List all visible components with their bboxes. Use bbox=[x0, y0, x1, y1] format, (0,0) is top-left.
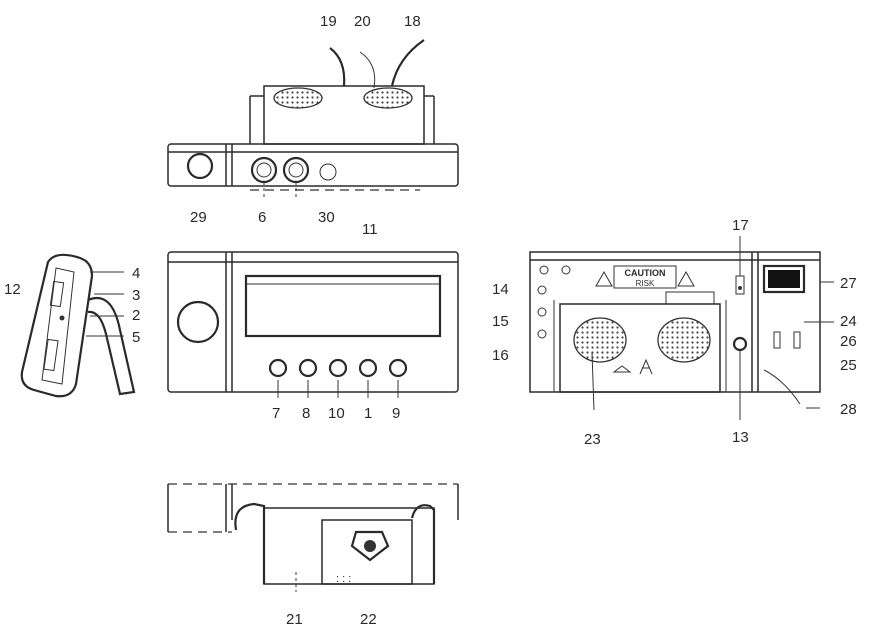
jack-16 bbox=[537, 329, 547, 339]
knob-6a bbox=[250, 156, 278, 184]
antenna-18 bbox=[390, 39, 425, 87]
callout-22: 22 bbox=[360, 611, 377, 628]
side-view bbox=[20, 253, 136, 398]
callout-20: 20 bbox=[354, 13, 371, 30]
callout-11: 11 bbox=[362, 221, 378, 238]
side-stand bbox=[87, 297, 136, 396]
battery-cover bbox=[321, 519, 413, 585]
part-26 bbox=[773, 331, 781, 349]
callout-24: 24 bbox=[840, 313, 857, 330]
cable-19 bbox=[329, 47, 346, 87]
side-body bbox=[20, 253, 94, 398]
button-7 bbox=[268, 358, 288, 378]
callout-27: 27 bbox=[840, 275, 857, 292]
top-grille-right bbox=[363, 87, 413, 109]
callout-17: 17 bbox=[732, 217, 749, 234]
callout-8: 8 bbox=[302, 405, 310, 422]
switch-27 bbox=[762, 264, 806, 294]
callout-1: 1 bbox=[364, 405, 372, 422]
rear-view: CAUTION RISK bbox=[529, 236, 834, 420]
knob-30 bbox=[319, 163, 337, 181]
callout-9: 9 bbox=[392, 405, 400, 422]
callout-7: 7 bbox=[272, 405, 280, 422]
callout-6: 6 bbox=[258, 209, 266, 226]
button-9 bbox=[388, 358, 408, 378]
callout-10: 10 bbox=[328, 405, 345, 422]
callout-21: 21 bbox=[286, 611, 303, 628]
callout-30: 30 bbox=[318, 209, 335, 226]
warning-sub: RISK bbox=[636, 279, 655, 288]
cable-20 bbox=[359, 51, 376, 89]
rear-grille-right bbox=[657, 317, 711, 363]
callout-5: 5 bbox=[132, 329, 140, 346]
callout-29: 29 bbox=[190, 209, 207, 226]
callout-labels: 19 20 18 29 6 30 11 12 4 3 2 5 7 8 10 1 … bbox=[4, 13, 857, 628]
callout-23: 23 bbox=[584, 431, 601, 448]
callout-3: 3 bbox=[132, 287, 140, 304]
rear-grille-left bbox=[573, 317, 627, 363]
callout-15: 15 bbox=[492, 313, 509, 330]
callout-18: 18 bbox=[404, 13, 421, 30]
callout-16: 16 bbox=[492, 347, 509, 364]
svg-text:: : :: : : : bbox=[336, 573, 351, 585]
bottom-foot-left bbox=[234, 502, 266, 584]
jack-29 bbox=[186, 152, 214, 180]
callout-2: 2 bbox=[132, 307, 140, 324]
top-lower-body bbox=[167, 143, 459, 187]
warning-label: CAUTION bbox=[625, 268, 666, 278]
callout-19: 19 bbox=[320, 13, 337, 30]
jack-17 bbox=[735, 275, 745, 295]
cord-25 bbox=[763, 369, 801, 405]
button-8 bbox=[298, 358, 318, 378]
callout-25: 25 bbox=[840, 357, 857, 374]
button-1 bbox=[358, 358, 378, 378]
callout-14: 14 bbox=[492, 281, 509, 298]
front-display bbox=[244, 274, 442, 338]
bottom-foot-right bbox=[410, 504, 436, 584]
front-speaker bbox=[176, 300, 220, 344]
rear-compartment bbox=[559, 303, 721, 393]
button-10 bbox=[328, 358, 348, 378]
jack-13 bbox=[732, 336, 748, 352]
callout-12: 12 bbox=[4, 281, 21, 298]
callout-28: 28 bbox=[840, 401, 857, 418]
front-view bbox=[167, 251, 459, 398]
bottom-view: : : : bbox=[167, 483, 459, 592]
callout-4: 4 bbox=[132, 265, 140, 282]
warning-label-box bbox=[613, 265, 677, 289]
jack-15 bbox=[537, 307, 547, 317]
front-body bbox=[167, 251, 459, 393]
top-grille-left bbox=[273, 87, 323, 109]
callout-13: 13 bbox=[732, 429, 749, 446]
battery-lock bbox=[350, 530, 390, 562]
knob-6b bbox=[282, 156, 310, 184]
top-view bbox=[167, 39, 459, 200]
jack-14 bbox=[537, 285, 547, 295]
callout-26: 26 bbox=[840, 333, 857, 350]
